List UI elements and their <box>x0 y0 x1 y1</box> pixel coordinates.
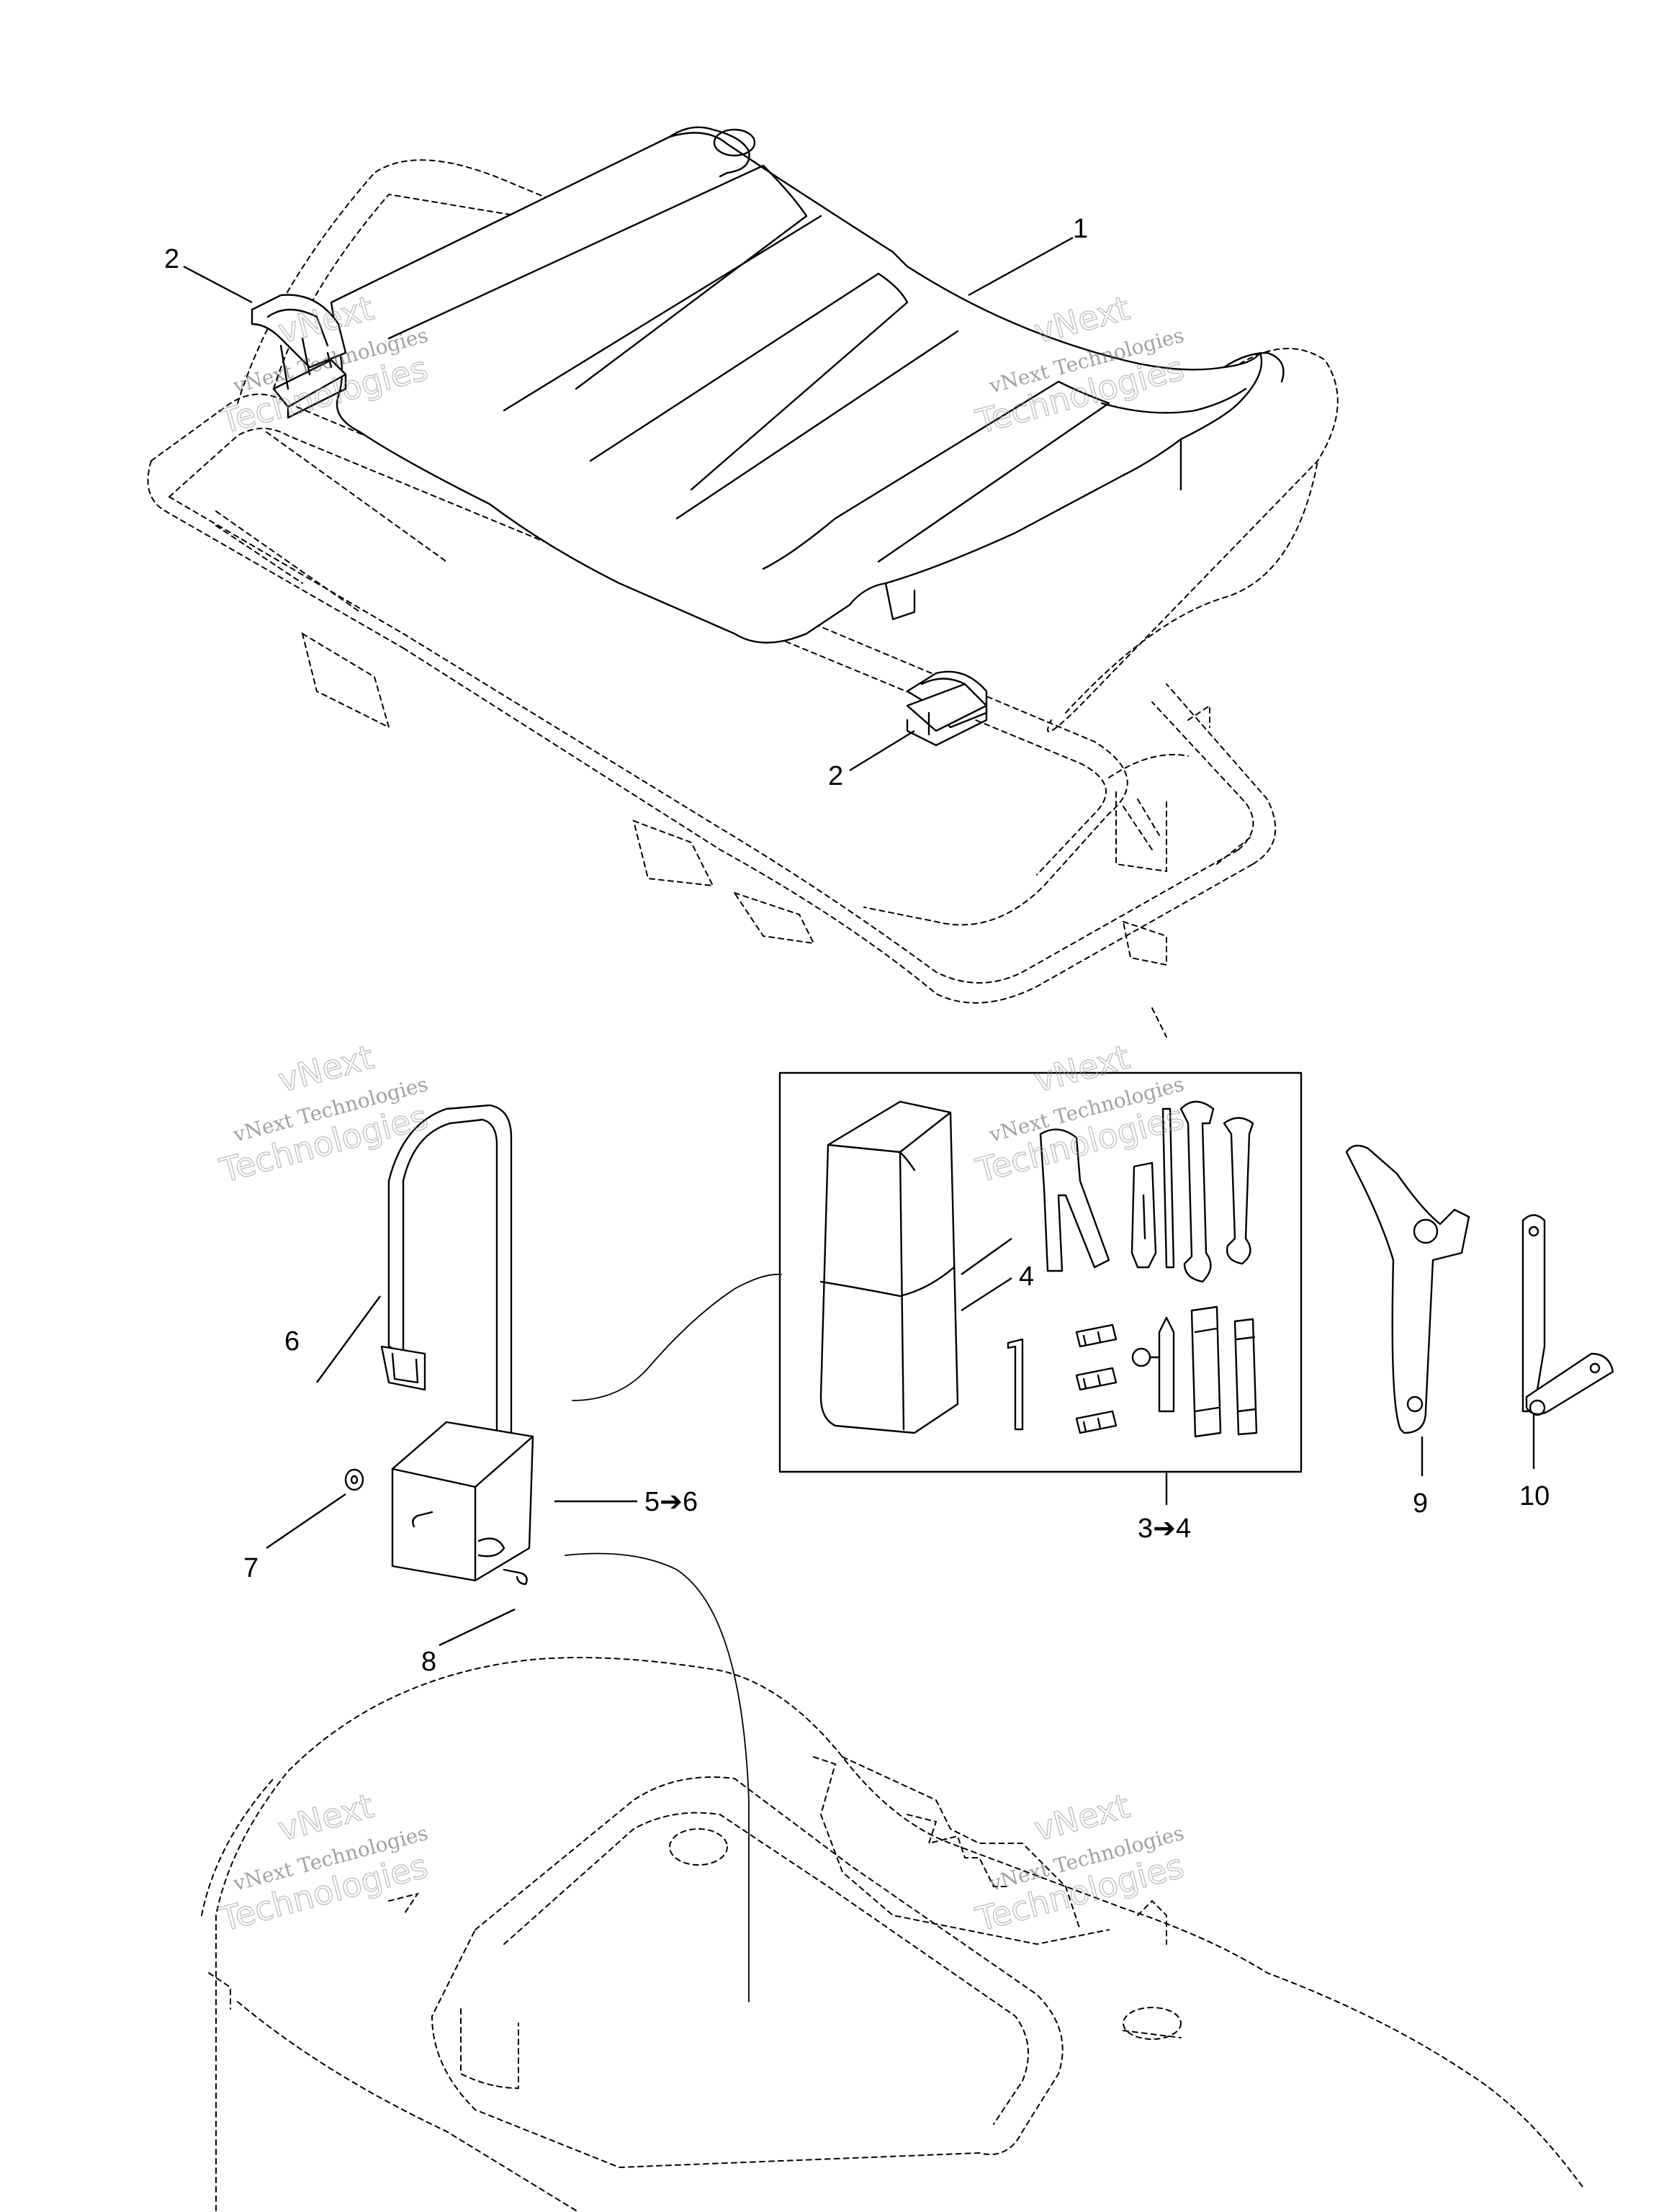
clip-upper <box>251 294 347 419</box>
callout-9: 9 <box>1413 1488 1428 1519</box>
connector-holder-to-kit <box>572 1273 782 1401</box>
leader-1 <box>968 236 1074 297</box>
hull-outline <box>201 1657 1585 2211</box>
callout-5-to-6: 5➔6 <box>644 1487 698 1517</box>
leader-2b <box>849 729 915 772</box>
callout-6: 6 <box>284 1326 300 1357</box>
callout-4: 4 <box>1019 1262 1034 1292</box>
gauge-icon <box>1131 1316 1175 1413</box>
washer-icon <box>344 1468 364 1491</box>
callout-2-lower: 2 <box>828 761 843 791</box>
wrench-icon <box>1179 1100 1215 1283</box>
holder-strap <box>380 1104 513 1478</box>
leader-8 <box>439 1608 516 1647</box>
seat-pad <box>330 126 1285 644</box>
leader-7 <box>266 1493 346 1549</box>
spanner-part-9 <box>1345 1144 1470 1434</box>
leader-lines <box>183 236 1535 2002</box>
callout-1: 1 <box>1073 214 1088 244</box>
callout-2-upper: 2 <box>164 244 179 274</box>
callouts: 1 2 2 4 3➔4 5➔6 6 7 8 9 10 <box>164 214 1550 1677</box>
callout-7: 7 <box>243 1553 258 1583</box>
leader-2a <box>183 265 253 304</box>
socket-wrench-icon <box>1190 1305 1222 1438</box>
clip-lower <box>906 670 988 747</box>
pliers-icon <box>1039 1128 1110 1272</box>
rod-icon <box>1161 1107 1175 1269</box>
watermark-mid-left: vNext vNext Technologies Technologies <box>215 1037 433 1191</box>
callout-8: 8 <box>421 1647 436 1677</box>
tool-bag <box>819 1100 959 1434</box>
watermark-bottom-left: vNext vNext Technologies Technologies <box>215 1786 433 1940</box>
fuses-icon <box>1075 1323 1118 1434</box>
holder-bracket <box>391 1421 534 1582</box>
leader-4b <box>961 1277 1012 1312</box>
leader-6 <box>316 1295 381 1383</box>
socket-wrench-2-icon <box>1233 1318 1258 1436</box>
rack-frame <box>147 159 1339 1038</box>
callout-10: 10 <box>1519 1481 1550 1511</box>
callout-3-to-4: 3➔4 <box>1138 1514 1191 1544</box>
screw-icon <box>503 1568 528 1586</box>
tool-kit-box <box>778 1071 1303 1473</box>
connector-holder-to-hull <box>565 1552 750 2002</box>
leader-4a <box>961 1238 1012 1275</box>
screwdriver-icon <box>1130 1161 1157 1269</box>
watermark-mid-right: vNext vNext Technologies Technologies <box>971 1037 1189 1191</box>
wrench-2-icon <box>1223 1117 1254 1265</box>
strap-buckle <box>380 1345 426 1391</box>
allen-key-icon <box>1007 1338 1024 1431</box>
hinged-tool-part-10 <box>1521 1214 1614 1416</box>
